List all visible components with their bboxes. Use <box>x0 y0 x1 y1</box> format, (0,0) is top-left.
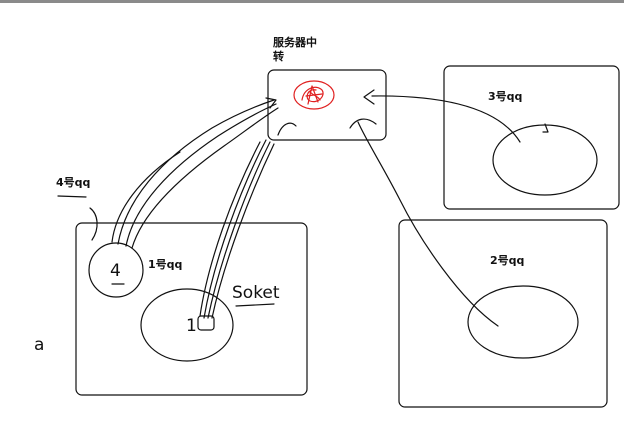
server-inner-arrow-right <box>349 118 377 129</box>
socket-to-server-arrows <box>199 139 275 319</box>
qq4-bracket <box>89 207 98 241</box>
client4-to-server-arrows <box>111 97 279 249</box>
server-label-line2: 转 <box>273 49 284 63</box>
qq2-label: 2号qq <box>490 254 524 267</box>
qq4-client-circle <box>88 242 144 298</box>
server-box <box>267 69 387 141</box>
qq3-ellipse <box>492 124 598 196</box>
client4-mark: 4 <box>110 261 121 281</box>
socket-label: Soket <box>232 283 280 303</box>
qq4-label: 4号qq <box>56 176 90 189</box>
server-inner-arrow-left <box>277 122 297 136</box>
qq2-ellipse <box>467 285 579 359</box>
socket-underline <box>235 303 275 307</box>
qq4-underline <box>57 195 87 198</box>
qq2-to-server-arrow <box>357 121 499 327</box>
qq3-box <box>443 65 620 210</box>
stray-mark: a <box>34 335 44 355</box>
client1-mark: 1 <box>186 316 197 336</box>
qq3-arrowhead <box>363 89 375 105</box>
qq1-label: 1号qq <box>148 258 182 271</box>
qq2-box <box>398 219 608 408</box>
qq3-to-server-arrow <box>371 95 521 143</box>
server-label-line1: 服务器中 <box>273 35 317 49</box>
qq1-box <box>75 222 308 396</box>
qq3-label: 3号qq <box>488 90 522 103</box>
qq3-tick <box>542 123 549 133</box>
qq1-ellipse <box>140 288 234 362</box>
window-top-border <box>0 0 624 3</box>
socket-square <box>197 315 215 331</box>
server-scribble <box>293 80 335 110</box>
